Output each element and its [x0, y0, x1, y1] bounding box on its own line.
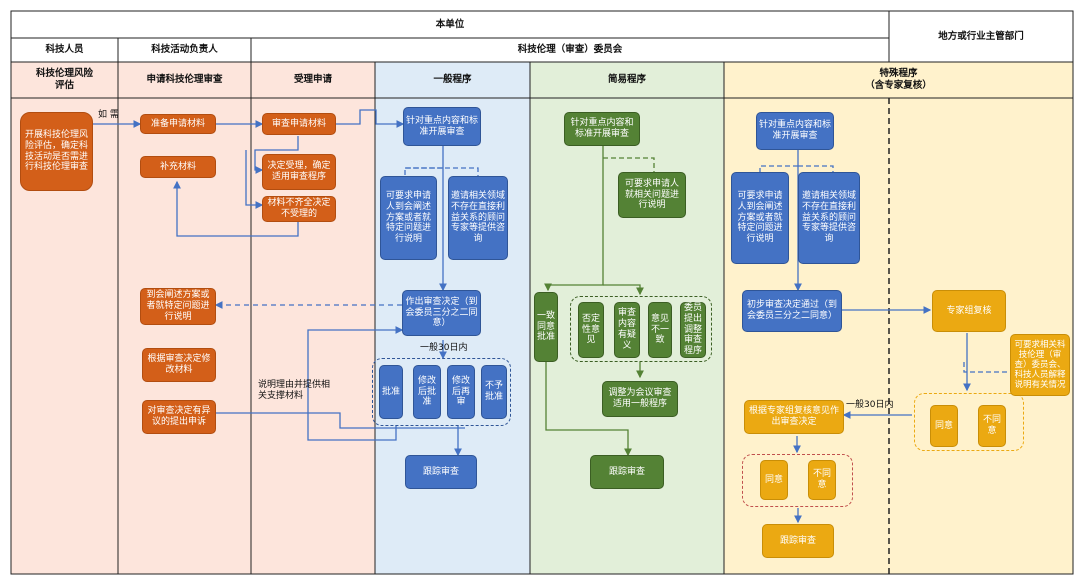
header-leader: 科技活动负责人: [151, 44, 218, 56]
unanimous-approve-node: 一致同意批准: [534, 292, 558, 362]
appeal-node: 对审查决定有异议的提出申诉: [142, 400, 216, 434]
supplement-materials-node: 补充材料: [140, 156, 216, 178]
special-track-review-node: 跟踪审查: [762, 524, 834, 558]
if-needed-label: 如 需: [98, 110, 119, 120]
modify-materials-node: 根据审查决定修改材料: [142, 348, 216, 382]
expert-based-decision-node: 根据专家组复核意见作出审查决定: [744, 400, 844, 434]
column-simple-procedure: 简易程序: [607, 74, 646, 86]
adjust-procedure-node: 委员提出调整审查程序: [680, 302, 706, 358]
general-request-node: 可要求申请人到会阐述方案或者就特定问题进行说明: [380, 176, 437, 260]
simple-focus-review-node: 针对重点内容和标准开展审查: [564, 112, 640, 146]
simple-opinion-group: [570, 296, 712, 362]
lane-bg-accept: [251, 62, 375, 574]
negative-opinion-node: 否定性意见: [578, 302, 604, 358]
expert-group-review-node: 专家组复核: [932, 290, 1006, 332]
thirty-days-label-special: 一般30日内: [846, 400, 894, 410]
preliminary-pass-node: 初步审查决定通过（到会委员三分之二同意）: [742, 290, 842, 332]
reason-label: 说明理由并提供相关支撑材料: [258, 380, 331, 401]
general-decision-group: [372, 358, 511, 426]
convert-to-general-node: 调整为会议审查适用一般程序: [602, 381, 678, 417]
thirty-days-label-general: 一般30日内: [420, 343, 468, 353]
header-authority: 地方或行业主管部门: [938, 30, 1024, 42]
general-invite-node: 邀请相关领域不存在直接利益关系的顾问专家等提供咨询: [448, 176, 508, 260]
expert-agree-node: 同意: [930, 405, 958, 447]
approve-node: 批准: [379, 365, 403, 419]
column-general-procedure: 一般程序: [433, 74, 472, 86]
column-apply-review: 申请科技伦理审查: [146, 74, 223, 86]
expert-result-group: [914, 393, 1024, 451]
special-focus-review-node: 针对重点内容和标准开展审查: [756, 112, 834, 150]
header-personnel: 科技人员: [45, 44, 84, 56]
special-request-node: 可要求申请人到会阐述方案或者就特定问题进行说明: [731, 172, 789, 264]
deny-node: 不予批准: [481, 365, 507, 419]
reject-node: 材料不齐全决定不受理的: [262, 196, 336, 222]
header-committee: 科技伦理（审查）委员会: [517, 44, 623, 56]
disagreement-node: 意见不一致: [648, 302, 672, 358]
modify-rereview-node: 修改后再审: [447, 365, 475, 419]
simple-request-node: 可要求申请人就相关问题进行说明: [618, 172, 686, 218]
column-accept-application: 受理申请: [293, 74, 332, 86]
special-agree-node: 同意: [760, 460, 788, 500]
simple-track-review-node: 跟踪审查: [590, 455, 664, 489]
special-disagree-node: 不同意: [808, 460, 836, 500]
column-risk-assessment: 科技伦理风险 评估: [35, 68, 93, 91]
special-invite-node: 邀请相关领域不存在直接利益关系的顾问专家等提供咨询: [798, 172, 860, 264]
header-unit: 本单位: [435, 18, 465, 30]
explain-request-node: 到会阐述方案或者就特定问题进行说明: [140, 288, 216, 325]
content-doubt-node: 审查内容有疑义: [614, 302, 640, 358]
modify-approve-node: 修改后批准: [413, 365, 441, 419]
expert-request-node: 可要求相关科技伦理（审查）委员会、科技人员解释说明有关情况: [1010, 334, 1070, 396]
general-track-review-node: 跟踪审查: [405, 455, 477, 489]
accept-node: 决定受理，确定适用审查程序: [262, 154, 336, 190]
risk-assessment-node: 开展科技伦理风险评估，确定科技活动是否需进行科技伦理审查: [20, 112, 93, 191]
special-result-group: [742, 454, 853, 507]
column-special-procedure: 特殊程序 （含专家复核）: [865, 68, 932, 91]
prepare-materials-node: 准备申请材料: [140, 114, 216, 134]
expert-disagree-node: 不同意: [978, 405, 1006, 447]
review-materials-node: 审查申请材料: [262, 113, 336, 135]
general-focus-review-node: 针对重点内容和标准开展审查: [403, 107, 481, 146]
general-decision-node: 作出审查决定（到会委员三分之二同意）: [402, 290, 481, 336]
